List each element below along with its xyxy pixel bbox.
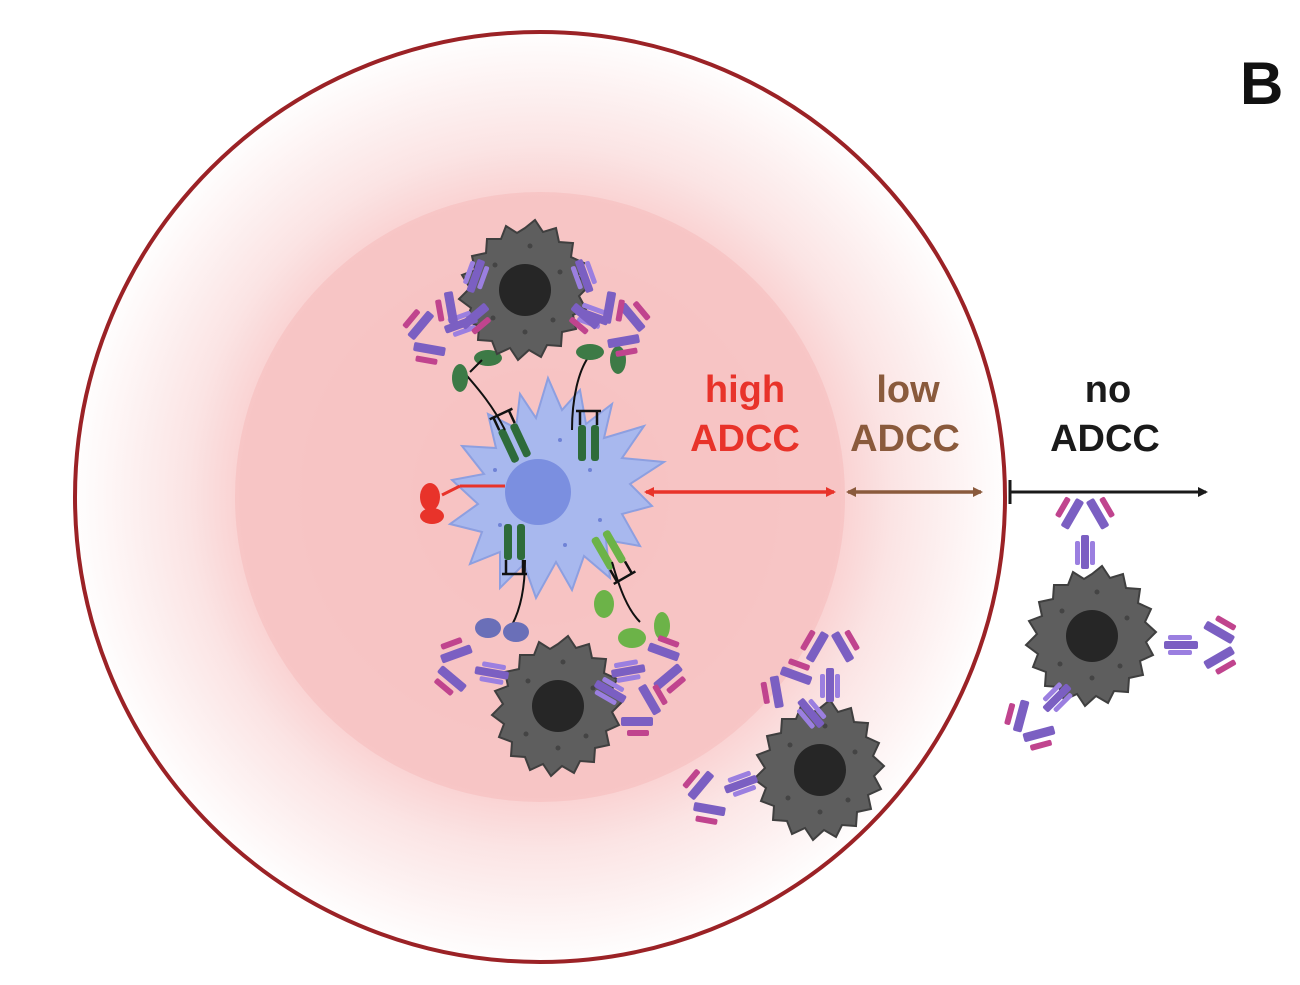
ligand-icon (594, 561, 670, 648)
high-adcc-label-line2: ADCC (690, 418, 800, 460)
no-adcc-label-line2: ADCC (1050, 418, 1160, 460)
low-adcc-label-line2: ADCC (850, 418, 960, 460)
target-cell-icon (1025, 565, 1157, 707)
ligand-icon (420, 483, 505, 524)
effector-nucleus (505, 459, 571, 525)
panel-letter: B (1240, 50, 1283, 117)
outer-ring (73, 30, 1007, 964)
ligand-icon (475, 559, 529, 642)
antibody-icon (1164, 614, 1237, 676)
low-adcc-label-line1: low (876, 369, 940, 411)
no-adcc-label-line1: no (1085, 369, 1131, 411)
antibody-icon (1054, 496, 1116, 569)
high-adcc-label-line1: high (705, 369, 785, 411)
ligand-icon (452, 350, 506, 431)
